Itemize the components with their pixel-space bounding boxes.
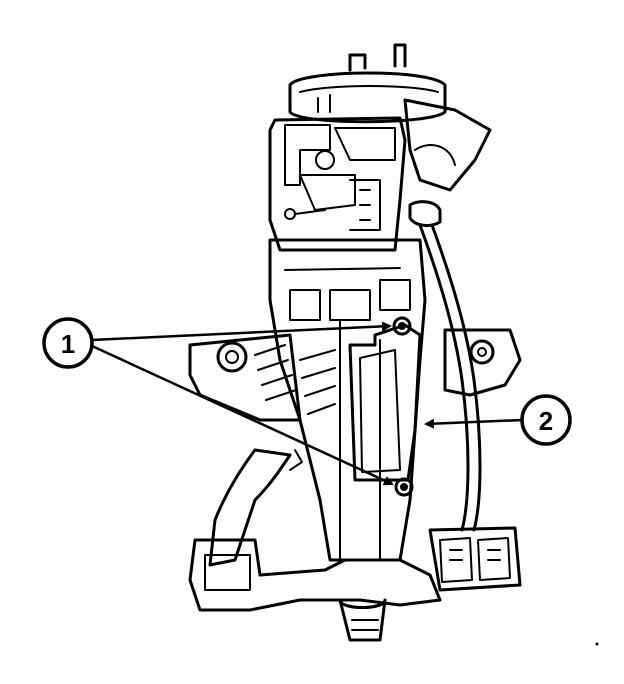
callout-2-label: 2 bbox=[539, 406, 553, 436]
mounting-screw-upper bbox=[392, 316, 412, 336]
top-cap-assembly bbox=[288, 43, 447, 124]
control-module bbox=[348, 323, 422, 482]
lower-base bbox=[188, 538, 442, 642]
stray-dot bbox=[595, 642, 599, 646]
electrical-connector bbox=[428, 526, 522, 592]
mounting-bracket-left bbox=[188, 333, 336, 422]
mounting-screw-lower bbox=[394, 477, 414, 497]
column-body bbox=[268, 238, 427, 562]
callout-1: 1 bbox=[42, 317, 394, 486]
upper-housing bbox=[268, 116, 407, 252]
callout-1-label: 1 bbox=[61, 329, 75, 359]
tilt-lever bbox=[208, 448, 303, 567]
mounting-bracket-right bbox=[443, 328, 522, 397]
right-harness bbox=[403, 98, 492, 532]
callout-2: 2 bbox=[424, 394, 572, 446]
